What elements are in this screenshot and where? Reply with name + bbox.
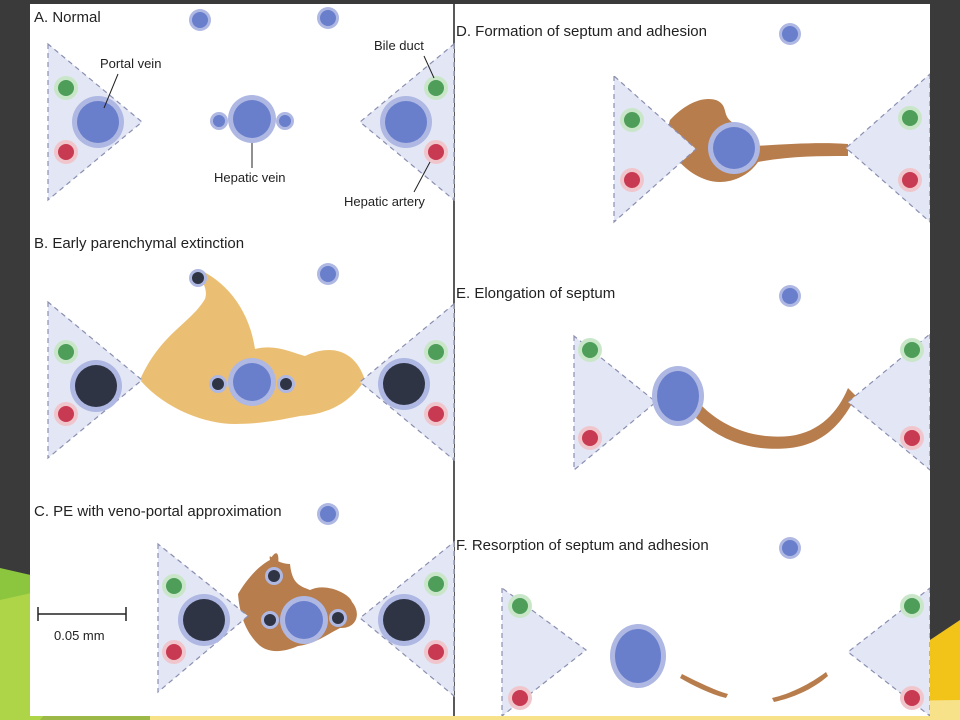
bile-duct-icon [900, 338, 924, 362]
small-vessel-icon [317, 503, 339, 525]
portal-triad-right [845, 73, 930, 223]
bile-duct-icon [424, 340, 448, 364]
hepatic-artery-icon [54, 402, 78, 426]
panel-f-title: F. Resorption of septum and adhesion [456, 537, 709, 554]
tributary-vessel-dark-icon [261, 611, 279, 629]
small-vessel-icon [189, 9, 211, 31]
small-vessel-icon [317, 263, 339, 285]
portal-vein-icon [70, 360, 122, 412]
portal-triad-right [359, 42, 455, 202]
bile-duct-icon [54, 340, 78, 364]
portal-triad-right [847, 333, 930, 471]
portal-triad-left [573, 334, 657, 472]
tributary-vessel-dark-icon [209, 375, 227, 393]
bile-duct-icon [424, 572, 448, 596]
panel-a-normal: A. Normal Portal vein Hepatic vein Bile … [34, 7, 455, 209]
liver-septum-diagram: A. Normal Portal vein Hepatic vein Bile … [30, 4, 930, 716]
hepatic-vein-group [210, 95, 294, 143]
panel-c-title: C. PE with veno-portal approximation [34, 503, 282, 520]
portal-vein-icon [178, 594, 230, 646]
portal-triad-left [613, 74, 697, 224]
portal-vein-icon [72, 96, 124, 148]
septum-remnant [680, 674, 728, 698]
portal-triad-right [359, 302, 455, 462]
small-vessel-icon [317, 7, 339, 29]
panel-e-title: E. Elongation of septum [456, 285, 615, 302]
bile-duct-icon [620, 108, 644, 132]
portal-triad-left [47, 42, 143, 202]
hepatic-artery-icon [54, 140, 78, 164]
bile-duct-icon [900, 594, 924, 618]
panel-e-septum-elongation: E. Elongation of septum [456, 285, 930, 472]
hepatic-vein-label: Hepatic vein [214, 170, 286, 185]
hepatic-artery-label: Hepatic artery [344, 194, 425, 209]
portal-triad-right [359, 540, 455, 698]
septum-remnant [772, 672, 828, 702]
hepatic-artery-icon [620, 168, 644, 192]
small-vessel-dark-icon [189, 269, 207, 287]
tributary-vessel-dark-icon [265, 567, 283, 585]
bile-duct-icon [162, 574, 186, 598]
panel-f-septum-resorption: F. Resorption of septum and adhesion [456, 537, 930, 716]
hepatic-artery-icon [508, 686, 532, 710]
small-vessel-icon [779, 537, 801, 559]
hepatic-vein [610, 624, 666, 688]
bile-duct-icon [424, 76, 448, 100]
hepatic-vein-icon [228, 358, 276, 406]
parenchymal-extinction-area [140, 270, 365, 424]
portal-vein-icon [380, 96, 432, 148]
bile-duct-label: Bile duct [374, 38, 424, 53]
scale-bar: 0.05 mm [37, 607, 127, 643]
hepatic-artery-leader [413, 161, 431, 193]
panel-b-early-extinction: B. Early parenchymal extinction [34, 235, 455, 462]
hepatic-vein-icon [708, 122, 760, 174]
panel-d-title: D. Formation of septum and adhesion [456, 23, 707, 40]
bile-duct-icon [508, 594, 532, 618]
hepatic-vein-icon [280, 596, 328, 644]
small-vessel-icon [779, 23, 801, 45]
hepatic-artery-icon [424, 640, 448, 664]
hepatic-artery-icon [424, 140, 448, 164]
tributary-vessel-icon [210, 112, 228, 130]
hepatic-artery-icon [898, 168, 922, 192]
tributary-vessel-dark-icon [329, 609, 347, 627]
small-vessel-icon [779, 285, 801, 307]
septum-adhesion-tip [270, 553, 279, 566]
hepatic-artery-icon [578, 426, 602, 450]
tributary-vessel-icon [276, 112, 294, 130]
hepatic-artery-icon [900, 426, 924, 450]
portal-vein-label: Portal vein [100, 56, 161, 71]
portal-triad-left [501, 586, 587, 716]
tributary-vessel-dark-icon [277, 375, 295, 393]
bile-duct-icon [578, 338, 602, 362]
bile-duct-icon [898, 106, 922, 130]
septum [696, 388, 856, 449]
panel-b-title: B. Early parenchymal extinction [34, 235, 244, 252]
panel-d-septum-formation: D. Formation of septum and adhesion [456, 23, 930, 224]
hepatic-artery-icon [162, 640, 186, 664]
bile-duct-leader [423, 55, 435, 79]
portal-vein-leader [103, 73, 119, 109]
portal-triad-left [47, 300, 143, 460]
portal-triad-left [157, 542, 249, 694]
hepatic-vein [652, 366, 704, 426]
panel-a-title: A. Normal [34, 9, 101, 26]
hepatic-vein-icon [228, 95, 276, 143]
portal-triad-right [847, 587, 930, 716]
portal-vein-icon [378, 358, 430, 410]
hepatic-artery-icon [900, 686, 924, 710]
hepatic-artery-icon [424, 402, 448, 426]
scale-bar-label: 0.05 mm [54, 628, 105, 643]
portal-vein-icon [378, 594, 430, 646]
panel-c-veno-portal-approximation: C. PE with veno-portal approximation 0. [34, 503, 455, 698]
bile-duct-icon [54, 76, 78, 100]
